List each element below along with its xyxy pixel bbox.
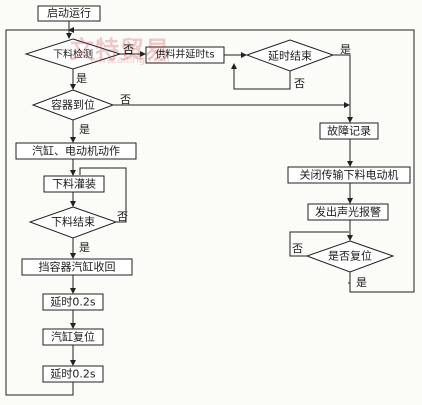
feed-delay-label: 供料并延时ts <box>155 49 215 61</box>
is-reset-no: 否 <box>292 242 303 255</box>
fill-label: 下料灌装 <box>52 177 96 191</box>
close-motor-box <box>287 166 411 184</box>
fill-box <box>43 175 105 193</box>
material-check-no: 否 <box>123 43 134 56</box>
close-motor-label: 关闭传输下料电动机 <box>299 168 399 182</box>
delay1-label: 延时0.2s <box>50 295 96 309</box>
fill-end-yes: 是 <box>79 241 90 254</box>
watermark-url: www.aiting.com <box>90 55 170 66</box>
alarm-box <box>307 203 389 221</box>
delay-end-top-yes: 是 <box>340 43 351 56</box>
cylinder-motor-label: 汽缸、电动机动作 <box>32 144 120 158</box>
delay-end-top-no: 否 <box>294 77 305 90</box>
cylinder-reset-label: 汽缸复位 <box>51 330 95 344</box>
watermark-text: 文特贸易 <box>70 36 170 64</box>
fill-end-label: 下料结束 <box>51 215 95 229</box>
fault-record-label: 故障记录 <box>327 124 371 138</box>
alarm-label: 发出声光报警 <box>315 205 381 219</box>
delay-end-top-label: 延时结束 <box>268 49 312 63</box>
retract-box <box>21 258 133 276</box>
is-reset-yes: 是 <box>356 276 367 289</box>
is-reset-label: 是否复位 <box>328 249 372 263</box>
delay2-label: 延时0.2s <box>50 367 96 381</box>
fill-end-no: 否 <box>117 210 128 223</box>
cylinder-motor-box <box>15 142 137 160</box>
start-label: 启动运行 <box>47 6 91 20</box>
container-ready-no: 否 <box>120 93 131 106</box>
container-ready-yes: 是 <box>79 123 90 136</box>
container-ready-label: 容器到位 <box>51 98 95 112</box>
material-check-label: 下料检测 <box>53 49 93 61</box>
material-check-yes: 是 <box>76 72 87 85</box>
fault-record-box <box>319 122 379 140</box>
retract-label: 挡容器汽缸收回 <box>38 260 116 274</box>
